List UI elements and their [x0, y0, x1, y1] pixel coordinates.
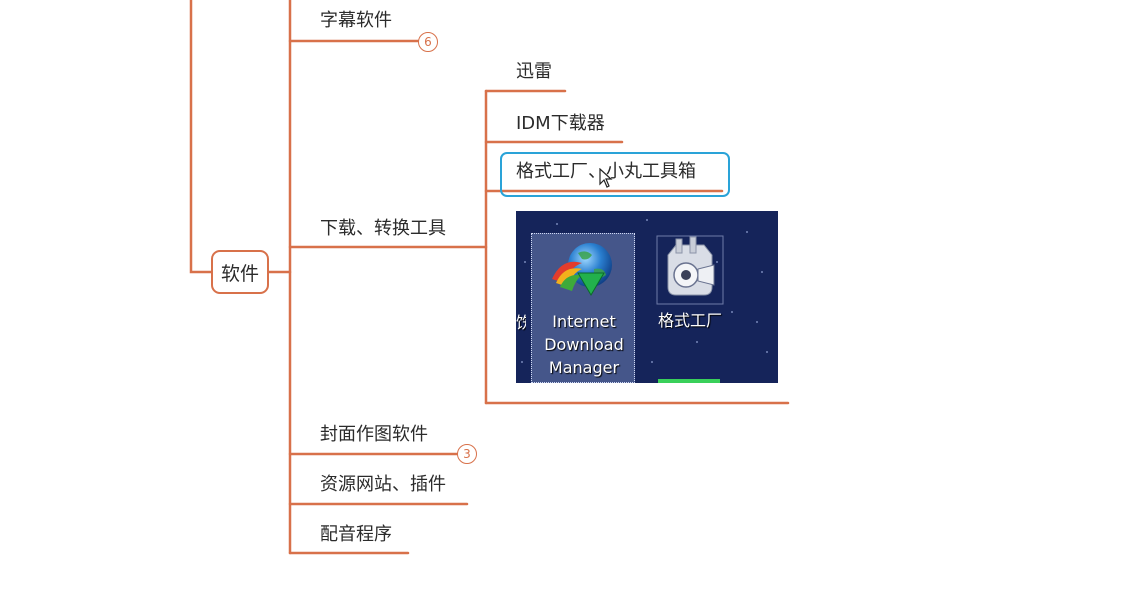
format-factory-label: 格式工厂: [657, 311, 722, 330]
idm-label-line-3: Manager: [548, 358, 620, 377]
branch-cover-design-software[interactable]: 封面作图软件: [320, 424, 428, 445]
child-idm-downloader[interactable]: IDM下载器: [516, 113, 605, 134]
progress-strip: [658, 379, 720, 383]
root-node-software[interactable]: 软件: [211, 250, 269, 294]
child-format-factory-xiaowan[interactable]: 格式工厂、小丸工具箱: [516, 161, 696, 182]
embedded-desktop-screenshot[interactable]: 饬 Internet Download Manager: [516, 211, 778, 383]
idm-label-line-1: Internet: [552, 312, 616, 331]
parent-connector: [189, 0, 213, 274]
format-factory-icon: [656, 235, 724, 305]
format-factory-desktop-item[interactable]: 格式工厂: [654, 235, 726, 355]
root-node-label: 软件: [220, 262, 259, 285]
child-xunlei[interactable]: 迅雷: [516, 61, 552, 82]
branch-subtitle-software[interactable]: 字幕软件: [320, 10, 392, 31]
idm-desktop-item[interactable]: Internet Download Manager: [531, 233, 635, 383]
mouse-pointer-icon: [599, 168, 613, 188]
partial-desktop-label: 饬: [516, 313, 526, 332]
branch-download-convert-tools[interactable]: 下载、转换工具: [320, 218, 446, 239]
branch-resource-sites-plugins[interactable]: 资源网站、插件: [320, 474, 446, 495]
branch-dubbing-programs[interactable]: 配音程序: [320, 524, 392, 545]
collapsed-count-badge[interactable]: 6: [418, 32, 438, 52]
collapsed-count-badge[interactable]: 3: [457, 444, 477, 464]
idm-label-line-2: Download: [544, 335, 624, 354]
internet-download-manager-icon: [552, 243, 612, 296]
selected-node-highlight: [500, 152, 730, 197]
